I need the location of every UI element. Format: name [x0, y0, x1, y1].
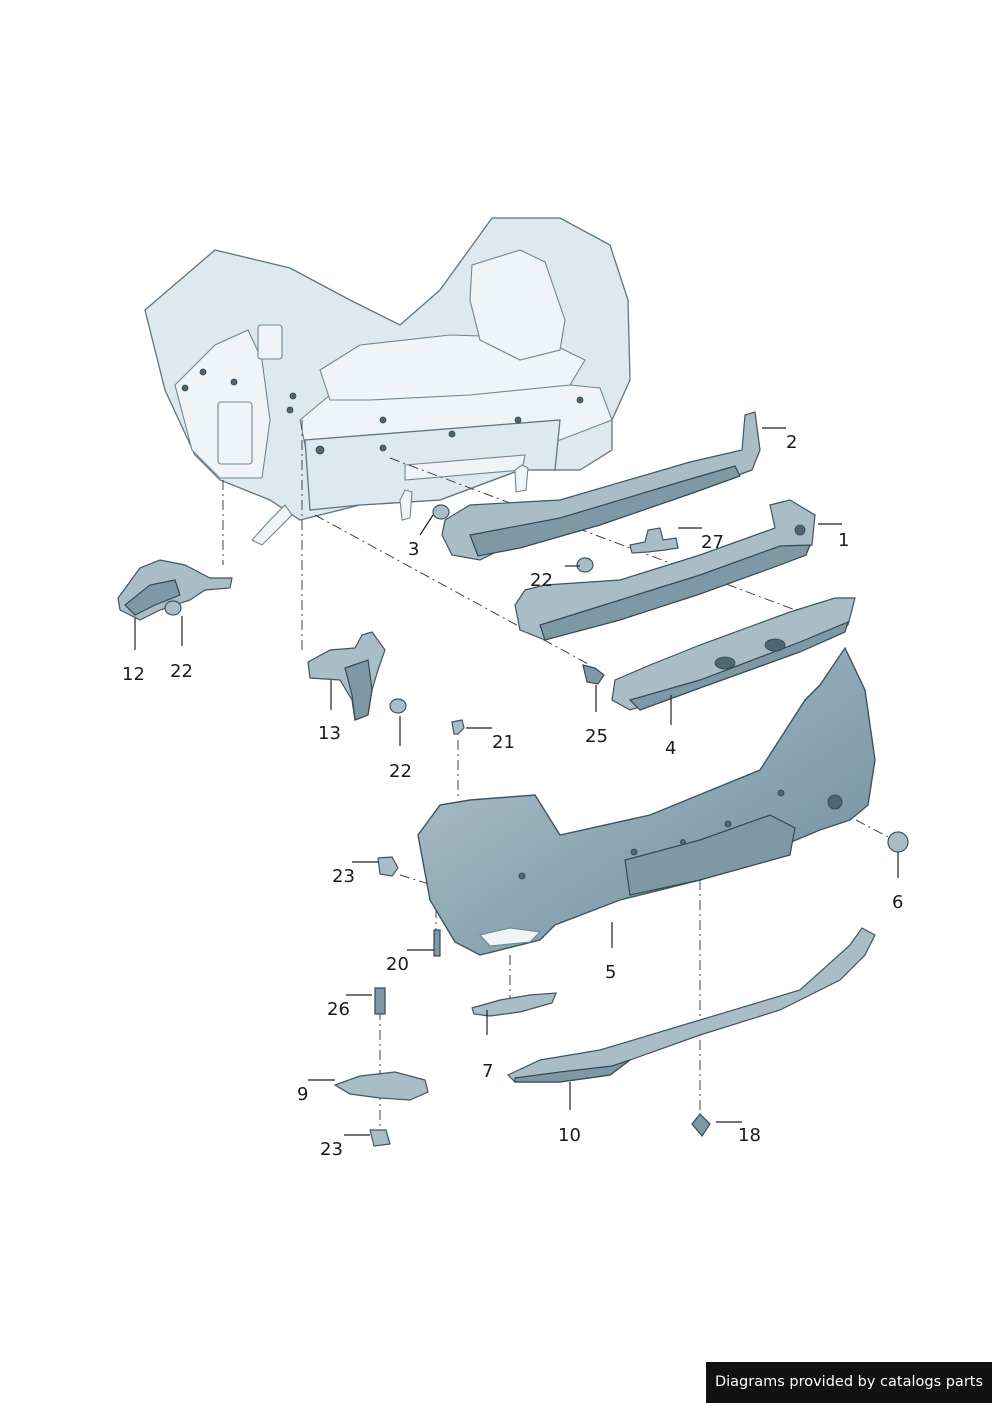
callout-23: 23 — [320, 1139, 343, 1160]
part-reinforcement-beam — [514, 499, 816, 641]
callout-25: 25 — [585, 726, 608, 747]
part-trim-strip — [471, 992, 557, 1017]
callout-10: 10 — [558, 1125, 581, 1146]
callout-13: 13 — [318, 723, 341, 744]
callout-22: 22 — [389, 761, 412, 782]
callout-26: 26 — [327, 999, 350, 1020]
callout-22: 22 — [170, 661, 193, 682]
callout-3: 3 — [408, 539, 419, 560]
part-left-bracket — [117, 559, 233, 621]
callout-20: 20 — [386, 954, 409, 975]
callout-5: 5 — [605, 962, 616, 983]
callout-22: 22 — [530, 570, 553, 591]
part-side-guide — [307, 631, 386, 721]
part-lower-bracket — [333, 1071, 429, 1101]
callout-23: 23 — [332, 866, 355, 887]
part-lower-spoiler — [506, 927, 876, 1083]
callout-4: 4 — [665, 738, 676, 759]
part-bumper-cover — [417, 646, 876, 956]
callout-2: 2 — [786, 432, 797, 453]
part-upper-carrier — [441, 411, 761, 561]
part-energy-absorber — [611, 597, 856, 711]
callouts: 1 2 3 4 5 6 7 9 10 12 13 18 20 21 22 22 … — [122, 432, 903, 1160]
callout-6: 6 — [892, 892, 903, 913]
rear-body-shell — [144, 217, 631, 546]
callout-12: 12 — [122, 664, 145, 685]
callout-27: 27 — [701, 532, 724, 553]
part-clamp — [629, 527, 679, 554]
callout-7: 7 — [482, 1061, 493, 1082]
callout-9: 9 — [297, 1084, 308, 1105]
credit-banner: Diagrams provided by catalogs parts — [706, 1362, 992, 1403]
callout-21: 21 — [492, 732, 515, 753]
fasteners — [164, 504, 909, 1147]
leader-lines — [134, 427, 899, 1136]
callout-18: 18 — [738, 1125, 761, 1146]
callout-1: 1 — [838, 530, 849, 551]
